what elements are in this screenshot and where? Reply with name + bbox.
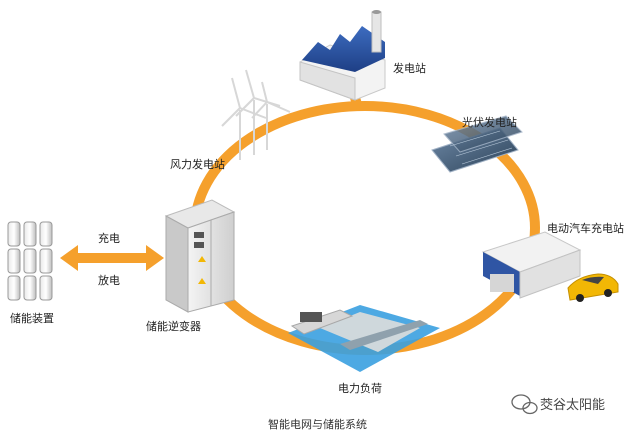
discharge-label: 放电 xyxy=(98,274,120,287)
diagram-caption: 智能电网与储能系统 xyxy=(268,418,367,431)
charge-label: 充电 xyxy=(98,232,120,245)
wechat-icon xyxy=(511,394,538,415)
factory-icon xyxy=(299,10,386,101)
wind-label: 风力发电站 xyxy=(170,158,225,171)
ev-station-label: 电动汽车充电站 xyxy=(547,222,624,235)
charge-discharge-arrow xyxy=(60,245,164,271)
inverter-cabinet-icon xyxy=(164,199,236,313)
power-load-icon xyxy=(288,305,440,372)
watermark-text: 茭谷太阳能 xyxy=(540,398,606,413)
inverter-label: 储能逆变器 xyxy=(146,320,201,333)
load-label: 电力负荷 xyxy=(338,382,382,395)
charging-station-icon xyxy=(481,231,582,299)
wind-turbine-icon xyxy=(221,69,291,160)
storage-label: 储能装置 xyxy=(10,312,54,325)
pv-plant-label: 光伏发电站 xyxy=(462,116,517,129)
solar-panel-icon xyxy=(431,115,523,173)
car-icon xyxy=(567,273,619,302)
power-plant-label: 发电站 xyxy=(393,62,426,75)
battery-pack-icon xyxy=(7,221,53,301)
